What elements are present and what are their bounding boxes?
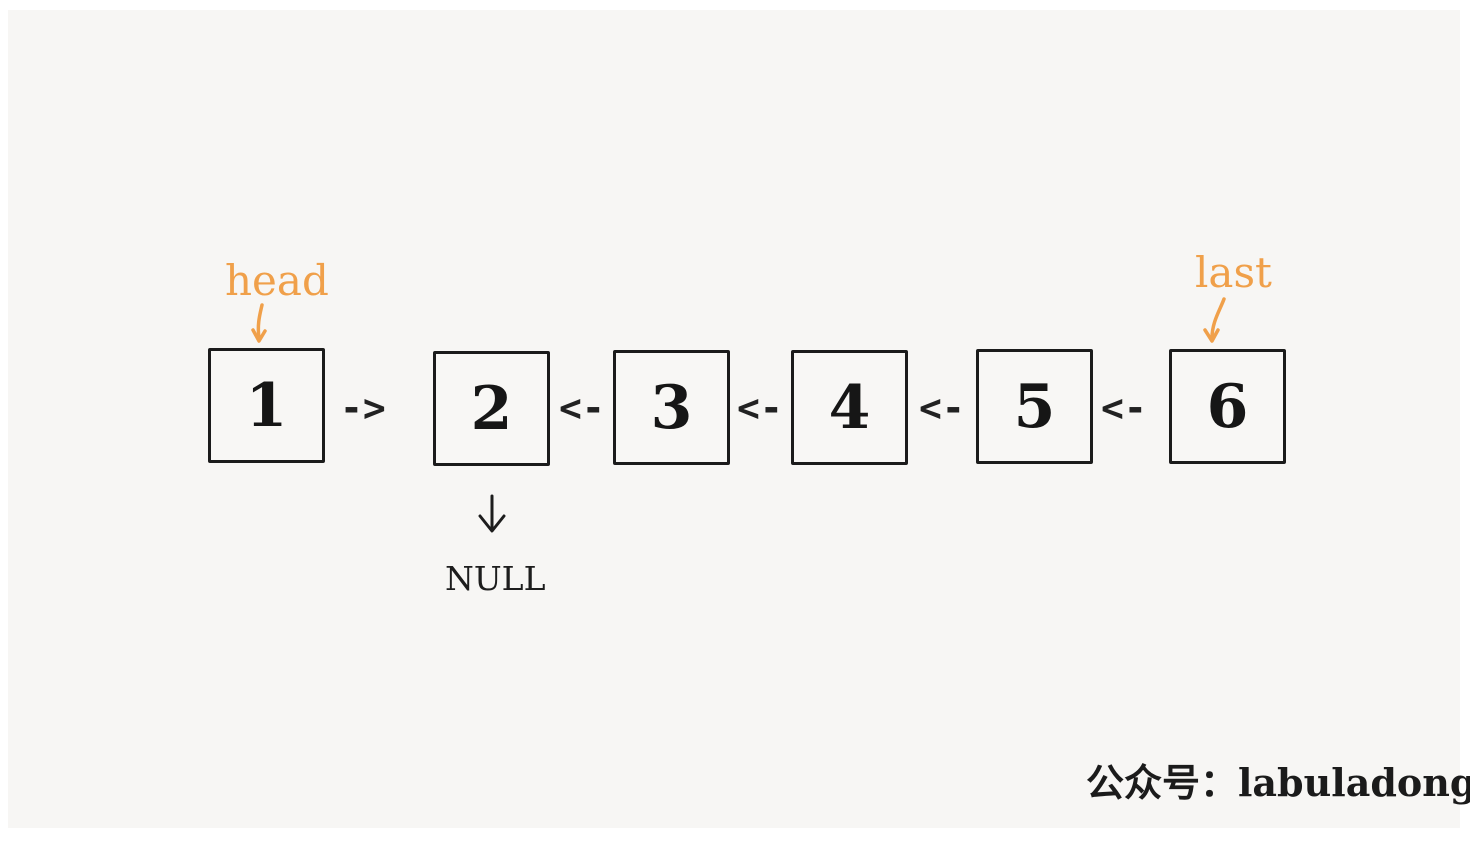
- list-node-5: 5: [976, 349, 1093, 464]
- link-arrow-6-to-5: <-: [1101, 386, 1147, 430]
- node-value: 3: [650, 372, 693, 443]
- link-arrow-4-to-3: <-: [737, 386, 783, 430]
- last-pointer-arrow-icon: [1203, 297, 1226, 343]
- list-node-2: 2: [433, 351, 550, 466]
- link-arrow-5-to-4: <-: [919, 386, 965, 430]
- watermark-text: 公众号：labuladong: [1086, 760, 1470, 805]
- node-value: 2: [470, 373, 513, 444]
- link-arrow-3-to-2: <-: [559, 386, 605, 430]
- null-label: NULL: [445, 559, 546, 598]
- down-arrow-icon: [478, 494, 506, 533]
- head-pointer-arrow-icon: [251, 303, 267, 343]
- node-value: 6: [1206, 371, 1249, 442]
- node-value: 4: [828, 372, 871, 443]
- list-node-6: 6: [1169, 349, 1286, 464]
- list-node-4: 4: [791, 350, 908, 465]
- last-pointer-label: last: [1195, 248, 1272, 297]
- link-arrow-1-to-2: ->: [340, 386, 386, 430]
- head-pointer-label: head: [225, 256, 329, 305]
- list-node-3: 3: [613, 350, 730, 465]
- node-value: 5: [1013, 371, 1056, 442]
- node-value: 1: [245, 370, 288, 441]
- list-node-1: 1: [208, 348, 325, 463]
